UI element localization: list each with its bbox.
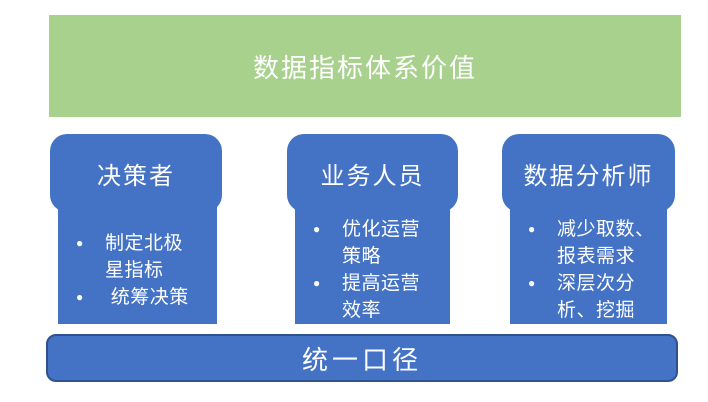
bullet-item: ● 提高运营 效率 bbox=[309, 270, 444, 324]
footer-bar: 统一口径 bbox=[46, 334, 678, 382]
bullet-icon: ● bbox=[528, 222, 536, 236]
card-title: 数据分析师 bbox=[523, 162, 654, 190]
bullet-icon: ● bbox=[313, 222, 321, 236]
bullet-icon: ● bbox=[76, 235, 84, 250]
bullet-text: 提高运营 效率 bbox=[342, 273, 421, 321]
bullet-item: ● 优化运营 策略 bbox=[309, 216, 444, 270]
bullet-text: 统筹决策 bbox=[105, 286, 189, 308]
bullet-icon: ● bbox=[313, 276, 321, 290]
card-body-business-staff: ● 优化运营 策略 ● 提高运营 效率 bbox=[295, 196, 450, 324]
bullet-text: 深层次分 析、挖掘 bbox=[557, 273, 636, 321]
footer-label: 统一口径 bbox=[301, 344, 422, 375]
bullet-icon: ● bbox=[528, 276, 536, 290]
card-header-business-staff: 业务人员 bbox=[287, 134, 458, 212]
bullet-text: 减少取数、 报表需求 bbox=[557, 219, 655, 267]
bullet-icon: ● bbox=[76, 289, 84, 304]
card-header-decision-maker: 决策者 bbox=[50, 134, 222, 212]
card-body-decision-maker: ● 制定北极 星指标 ● 统筹决策 bbox=[58, 196, 217, 324]
card-title: 业务人员 bbox=[320, 162, 425, 190]
bullet-item: ● 统筹决策 bbox=[72, 284, 211, 311]
bullet-item: ● 减少取数、 报表需求 bbox=[524, 216, 661, 270]
page-title: 数据指标体系价值 bbox=[252, 52, 477, 83]
card-title: 决策者 bbox=[97, 162, 175, 190]
title-banner: 数据指标体系价值 bbox=[49, 15, 681, 117]
bullet-item: ● 制定北极 星指标 bbox=[72, 230, 211, 284]
bullet-item: ● 深层次分 析、挖掘 bbox=[524, 270, 661, 324]
card-header-data-analyst: 数据分析师 bbox=[502, 134, 675, 212]
card-body-data-analyst: ● 减少取数、 报表需求 ● 深层次分 析、挖掘 bbox=[510, 196, 667, 324]
bullet-text: 制定北极 星指标 bbox=[105, 232, 184, 281]
bullet-text: 优化运营 策略 bbox=[342, 219, 421, 267]
